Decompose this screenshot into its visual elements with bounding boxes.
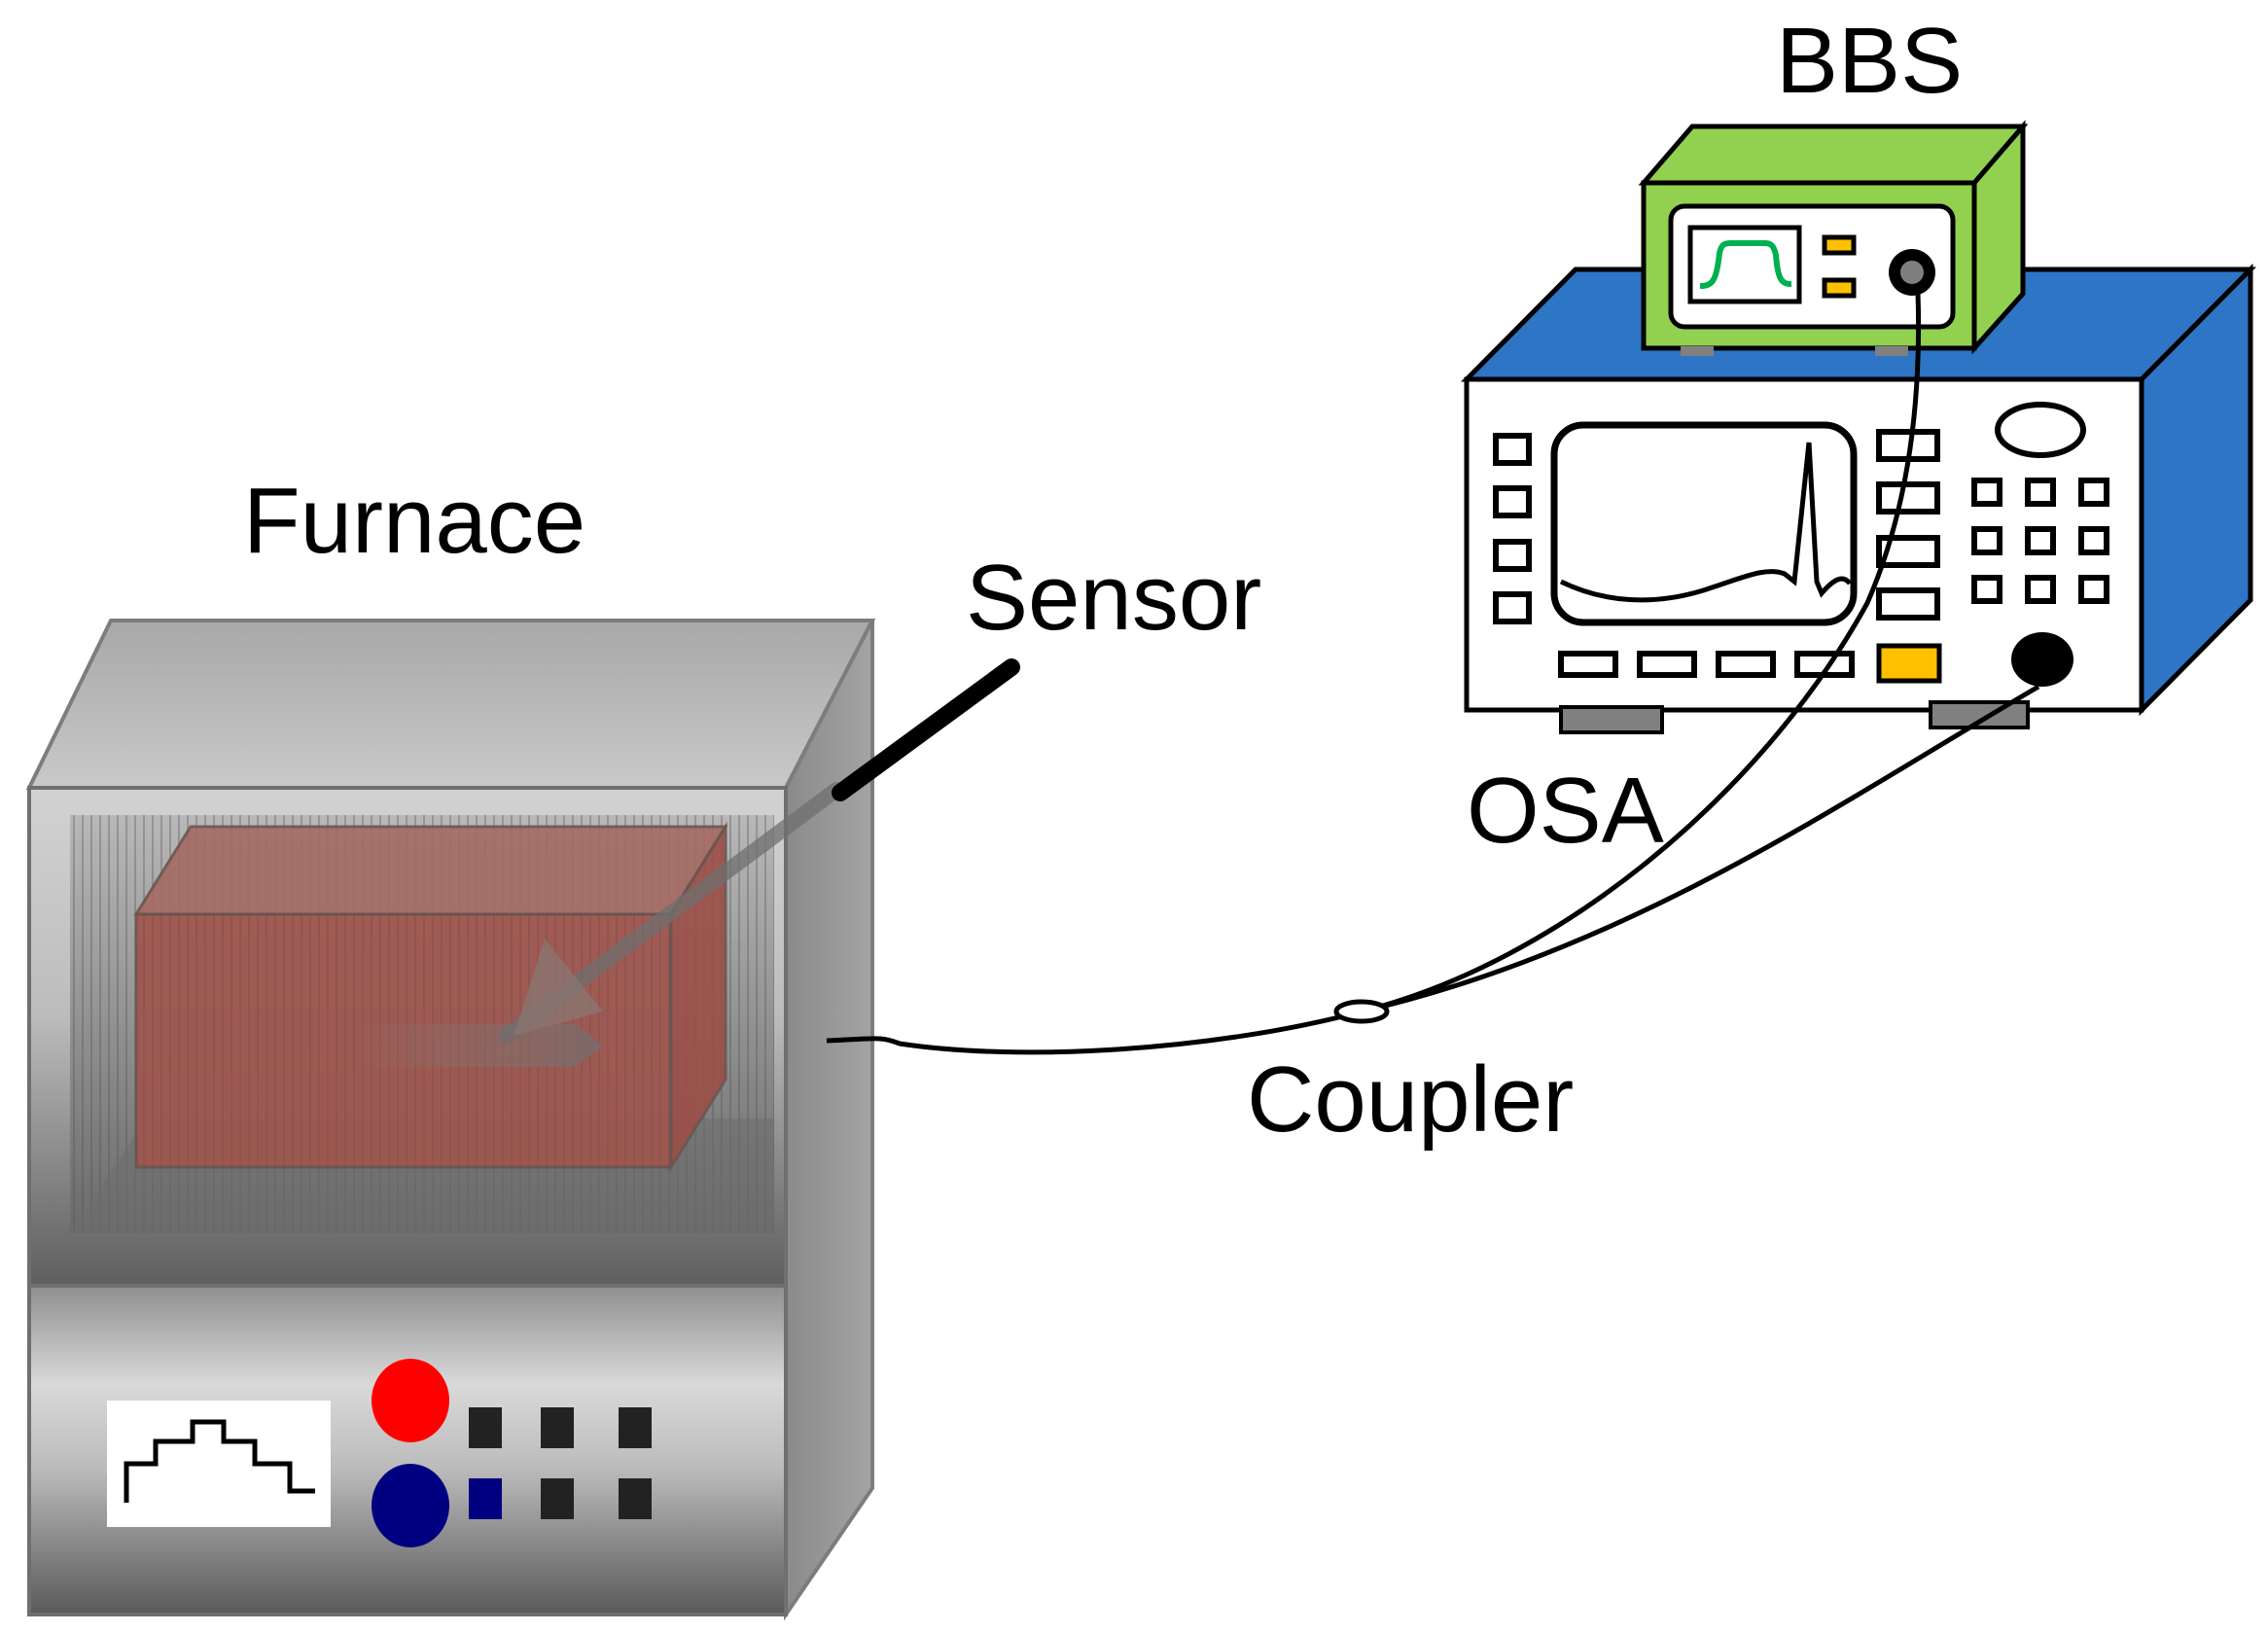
- coupler: [1333, 999, 1390, 1024]
- label-coupler: Coupler: [1247, 1047, 1574, 1152]
- osa-keypad: [1971, 478, 2109, 604]
- osa-foot: [1559, 705, 1664, 734]
- fiber-coupler-to-osa: [1361, 684, 2040, 1014]
- osa-button[interactable]: [1876, 587, 1940, 621]
- osa-key[interactable]: [2025, 526, 2056, 555]
- bbs-foot: [1875, 346, 1908, 356]
- osa-key[interactable]: [2025, 478, 2056, 507]
- bbs-top-face: [1638, 124, 2029, 186]
- osa-button[interactable]: [1637, 651, 1697, 678]
- bbs-display: [1687, 225, 1802, 304]
- blue-knob[interactable]: [372, 1464, 449, 1547]
- label-sensor: Sensor: [966, 546, 1261, 650]
- osa-button[interactable]: [1493, 539, 1532, 572]
- bbs-spectrum-trace: [1699, 240, 1792, 289]
- bbs-foot: [1681, 346, 1714, 356]
- osa-key[interactable]: [2078, 526, 2109, 555]
- osa-key[interactable]: [1971, 526, 2002, 555]
- label-osa: OSA: [1467, 759, 1664, 863]
- sensor-rod: [832, 658, 1020, 801]
- panel-button[interactable]: [619, 1407, 652, 1448]
- osa-key[interactable]: [2078, 478, 2109, 507]
- bbs-instrument: [1638, 120, 2029, 356]
- osa-key[interactable]: [2078, 575, 2109, 604]
- osa-button[interactable]: [1493, 591, 1532, 624]
- panel-button[interactable]: [469, 1478, 502, 1519]
- osa-accent-button[interactable]: [1876, 643, 1942, 684]
- furnace: [25, 619, 876, 1621]
- osa-key[interactable]: [1971, 478, 2002, 507]
- osa-key[interactable]: [1971, 575, 2002, 604]
- fiber-sensor-to-coupler: [826, 1009, 1363, 1055]
- sensor-probe-inside: [352, 782, 844, 1067]
- osa-button[interactable]: [1558, 651, 1618, 678]
- label-furnace: Furnace: [243, 469, 585, 573]
- osa-spectrum-trace: [1559, 442, 1853, 603]
- panel-button[interactable]: [469, 1407, 502, 1448]
- label-bbs: BBS: [1776, 9, 1963, 113]
- bbs-button[interactable]: [1822, 234, 1857, 256]
- panel-button[interactable]: [619, 1478, 652, 1519]
- red-knob[interactable]: [372, 1359, 449, 1442]
- osa-button[interactable]: [1876, 481, 1940, 515]
- osa-button[interactable]: [1716, 651, 1776, 678]
- osa-input-port[interactable]: [2011, 632, 2073, 687]
- osa-button[interactable]: [1493, 485, 1532, 518]
- osa-dial[interactable]: [1995, 402, 2086, 458]
- osa-key[interactable]: [2025, 575, 2056, 604]
- osa-button[interactable]: [1493, 433, 1532, 466]
- temperature-profile-trace: [124, 1419, 315, 1503]
- fiber-coupler-to-bbs: [1361, 291, 1922, 1014]
- bbs-button[interactable]: [1822, 277, 1857, 299]
- furnace-top-face: [25, 619, 876, 790]
- panel-button[interactable]: [541, 1407, 574, 1448]
- furnace-sample-block: [133, 821, 728, 1173]
- panel-button[interactable]: [541, 1478, 574, 1519]
